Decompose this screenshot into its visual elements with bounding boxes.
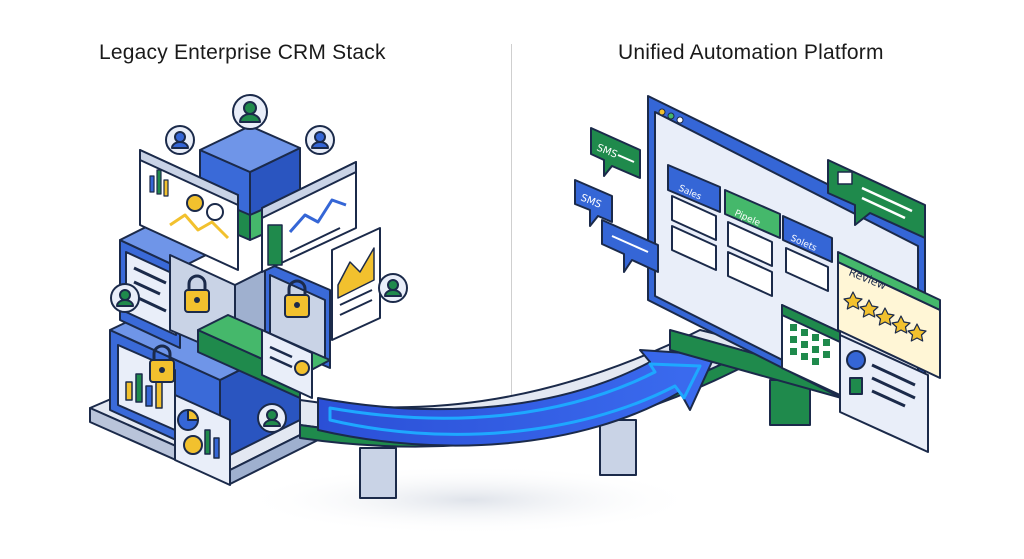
ground-shadow (240, 465, 700, 535)
star-icon (891, 315, 911, 334)
center-divider (511, 44, 512, 404)
star-icon (875, 307, 895, 326)
lower-pie-panel (174, 394, 231, 486)
user-avatar-icon (110, 283, 140, 313)
sms-bubble: SMS (574, 179, 613, 227)
lock-icon (149, 344, 175, 383)
legacy-report-panel (261, 329, 313, 399)
legacy-dashboard-panel (139, 149, 239, 271)
unified-platform: Sales Pipele Solets Review (574, 95, 941, 453)
migration-arrow-icon (317, 349, 716, 447)
star-icon (907, 323, 927, 342)
sms-bubble: SMS (590, 127, 641, 179)
review-stars (843, 291, 927, 342)
star-icon (859, 299, 879, 318)
star-icon (843, 291, 863, 310)
chat-bubble-icon (827, 159, 926, 239)
user-avatar-icon (257, 403, 287, 433)
legacy-crm-stack (89, 94, 408, 486)
lock-icon (284, 279, 310, 318)
legacy-trend-panel (331, 227, 381, 341)
user-avatar-icon (378, 273, 408, 303)
user-avatar-icon (165, 125, 195, 155)
unified-platform-heading: Unified Automation Platform (618, 41, 884, 64)
contact-profile-card (839, 334, 929, 453)
user-avatar-icon (305, 125, 335, 155)
review-card: Review (837, 251, 941, 379)
user-avatar-icon (232, 94, 268, 130)
message-bubble (601, 219, 659, 273)
calendar-card (781, 304, 841, 396)
calendar-grid-icon (790, 324, 830, 365)
legacy-stack-heading: Legacy Enterprise CRM Stack (99, 41, 386, 64)
lock-icon (184, 274, 210, 313)
legacy-analytics-panel (261, 161, 357, 273)
